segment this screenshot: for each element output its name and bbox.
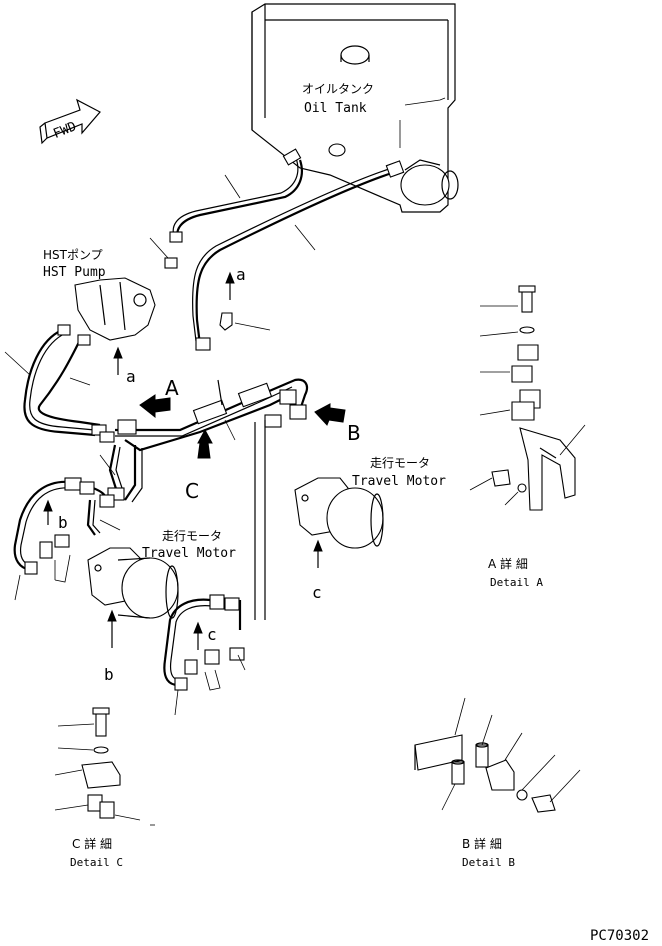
hst-pump: HSTポンプ HST Pump [43, 237, 178, 341]
view-arrow-a: A [139, 376, 179, 419]
detail-b-label-jp: B 詳 細 [462, 836, 502, 851]
detail-c-label-en: Detail C [70, 856, 123, 869]
tank-hoses [169, 148, 405, 351]
oil-tank: オイルタンク Oil Tank [251, 3, 459, 213]
view-arrow-b: B [314, 403, 361, 445]
detail-b-label-en: Detail B [462, 856, 515, 869]
detail-a-label-jp: A 詳 細 [488, 556, 528, 571]
detail-c-label-jp: C 詳 細 [72, 836, 112, 851]
ref-c-right: c [312, 583, 322, 602]
left-motor-hoses [13, 477, 125, 601]
left-motor-label-en: Travel Motor [142, 546, 236, 561]
left-travel-motor: 走行モータ Travel Motor [87, 529, 236, 619]
view-arrow-c: C [185, 428, 213, 503]
right-motor-label-en: Travel Motor [352, 474, 446, 489]
right-motor-label-jp: 走行モータ [370, 456, 430, 470]
view-label-a: A [165, 376, 179, 400]
callout-a-upper: a [219, 265, 271, 331]
center-pipes [99, 378, 309, 503]
view-label-b: B [347, 421, 361, 445]
callout-b-lower: b [104, 609, 117, 684]
left-motor-label-jp: 走行モータ [162, 529, 222, 543]
left-hoses [4, 324, 115, 443]
ref-c-lower: c [207, 625, 217, 644]
right-travel-motor: 走行モータ Travel Motor [294, 456, 446, 549]
fwd-label: FWD [51, 119, 79, 142]
fwd-arrow-icon: FWD [39, 98, 101, 145]
vertical-pipes [163, 420, 266, 716]
detail-b: B 詳 細 Detail B [414, 697, 581, 869]
detail-a: A 詳 細 Detail A [469, 285, 586, 589]
view-label-c: C [185, 479, 199, 503]
detail-c: C 詳 細 Detail C [54, 707, 155, 869]
part-code: PC70302 [590, 928, 649, 944]
hst-pump-label-en: HST Pump [43, 265, 106, 280]
hst-pump-label-jp: HSTポンプ [43, 248, 103, 262]
callout-b-upper: b [43, 499, 68, 532]
ref-a-upper: a [236, 265, 246, 284]
ref-b-upper: b [58, 513, 68, 532]
callout-a-lower: a [113, 346, 136, 386]
ref-a-lower: a [126, 367, 136, 386]
oil-tank-label-jp: オイルタンク [302, 82, 374, 96]
ref-b-lower: b [104, 665, 114, 684]
callout-c-lower: c [193, 621, 217, 650]
callout-c-right: c [312, 539, 323, 602]
detail-a-label-en: Detail A [490, 576, 543, 589]
oil-tank-label-en: Oil Tank [304, 101, 367, 116]
